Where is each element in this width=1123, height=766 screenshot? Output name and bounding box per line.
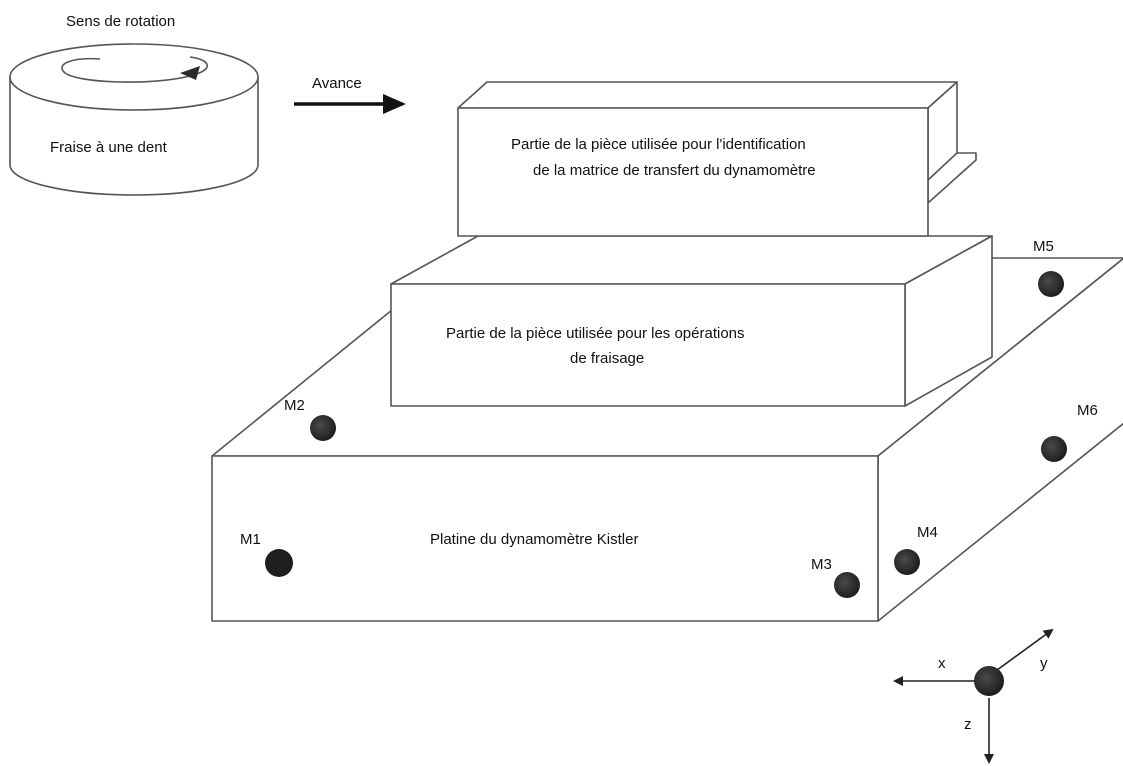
coordinate-axes: x y z <box>893 628 1054 764</box>
x-axis-label: x <box>938 655 946 672</box>
marker-m5-dot <box>1038 271 1064 297</box>
identification-block-top-face <box>457 81 958 109</box>
identification-block-label-line2: de la matrice de transfert du dynamomètr… <box>533 162 816 179</box>
feed-direction: Avance <box>294 75 406 114</box>
marker-m6-dot <box>1041 436 1067 462</box>
marker-m4-label: M4 <box>917 524 938 541</box>
milling-block-top-face <box>390 235 993 285</box>
cutter-top-face <box>9 43 259 111</box>
rotation-direction-label: Sens de rotation <box>66 13 175 30</box>
milling-block-label-line1: Partie de la pièce utilisée pour les opé… <box>446 325 745 342</box>
marker-m6-label: M6 <box>1077 402 1098 419</box>
milling-block-front-face <box>390 283 906 407</box>
feed-label: Avance <box>312 75 362 92</box>
z-axis-label: z <box>964 716 972 733</box>
cutter-body <box>9 76 259 196</box>
marker-m1-dot <box>265 549 293 577</box>
milling-cutter: Sens de rotation Fraise à une dent <box>9 13 259 196</box>
plate-label: Platine du dynamomètre Kistler <box>430 531 638 548</box>
cutter-name-label: Fraise à une dent <box>50 139 168 156</box>
milling-block: Partie de la pièce utilisée pour les opé… <box>390 235 993 407</box>
identification-block-label-line1: Partie de la pièce utilisée pour l'ident… <box>511 136 806 153</box>
marker-m1-label: M1 <box>240 531 261 548</box>
axes-origin-dot <box>974 666 1004 696</box>
identification-block: Partie de la pièce utilisée pour l'ident… <box>457 81 977 237</box>
measurement-points: M1 M2 M3 M4 M5 M6 <box>240 238 1098 598</box>
marker-m2-dot <box>310 415 336 441</box>
marker-m3-dot <box>834 572 860 598</box>
feed-arrowhead-icon <box>383 94 406 114</box>
marker-m5-label: M5 <box>1033 238 1054 255</box>
identification-block-front-face <box>457 107 929 237</box>
y-axis-arrow-icon <box>992 628 1054 674</box>
marker-m4-dot <box>894 549 920 575</box>
marker-m2-label: M2 <box>284 397 305 414</box>
rotation-arrow-icon <box>61 56 209 83</box>
y-axis-label: y <box>1040 655 1048 672</box>
marker-m3-label: M3 <box>811 556 832 573</box>
rotation-arrowhead-icon <box>180 66 200 80</box>
plate-front-face <box>211 455 879 622</box>
milling-block-label-line2: de fraisage <box>570 350 644 367</box>
